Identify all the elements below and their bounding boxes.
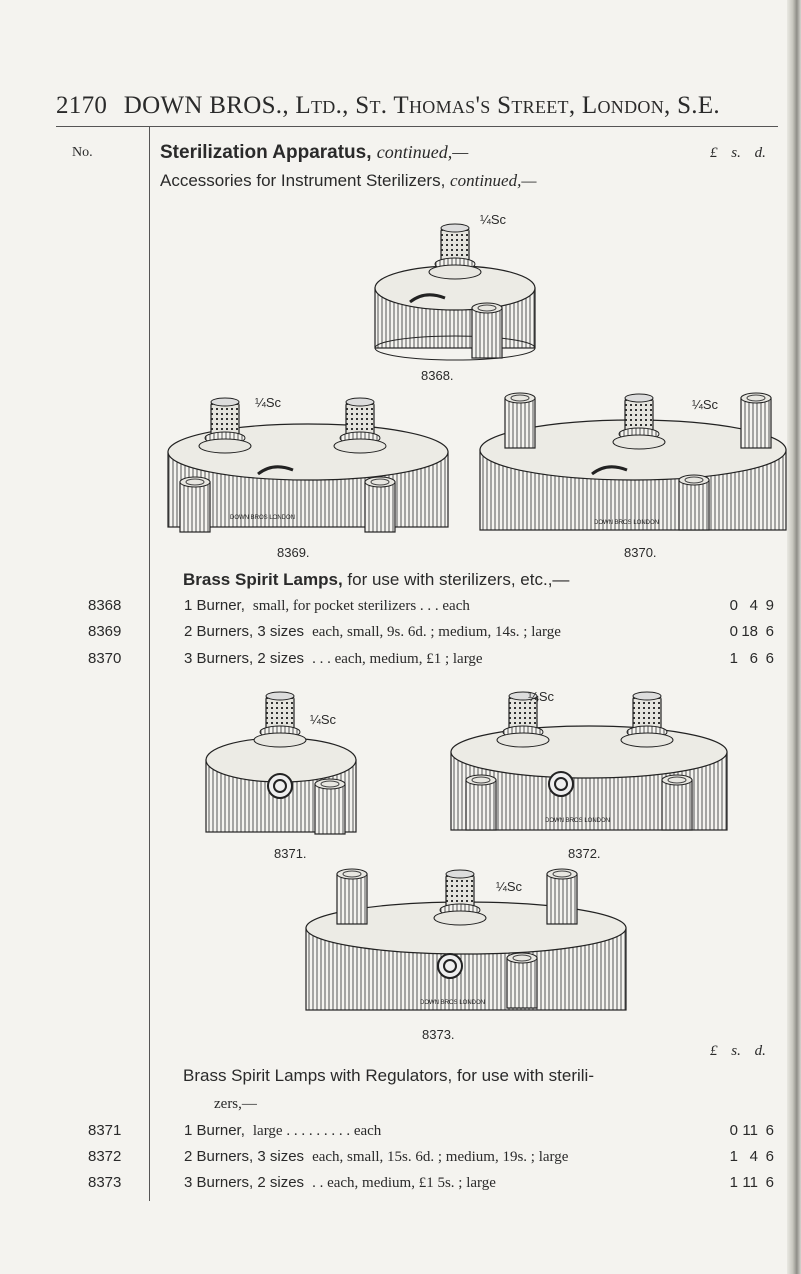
page-edge-shadow [787, 0, 801, 1274]
currency-header-top: £ s. d. [710, 145, 766, 161]
group1-heading: Brass Spirit Lamps, for use with sterili… [183, 570, 569, 590]
price-shillings: 18 [741, 623, 758, 640]
price-pounds: 0 [729, 623, 738, 640]
price-shillings: 11 [742, 1174, 758, 1191]
price-pounds: 1 [729, 1148, 738, 1165]
item-qty: 2 Burners, 3 sizes [184, 623, 305, 640]
lamp-8368-illustration [374, 223, 536, 361]
price-shillings: 4 [749, 1148, 758, 1165]
price-pounds: 0 [729, 597, 738, 614]
group1-heading-rest: for use with sterilizers, etc.,— [347, 570, 570, 589]
section-subtitle: Accessories for Instrument Sterilizers, … [160, 171, 536, 191]
item-row-8369: 2 Burners, 3 sizes each, small, 9s. 6d. ;… [184, 623, 724, 641]
figure-label-8372: 8372. [568, 846, 601, 861]
item-row-8373: 3 Burners, 2 sizes . . each, medium, £1 5… [184, 1174, 724, 1192]
price-pence: 6 [765, 623, 774, 640]
lamp-8373-illustration: DOWN BROS LONDON [305, 868, 627, 1011]
section-subtitle-text: Accessories for Instrument Sterilizers, [160, 171, 446, 190]
engraving-8370: DOWN BROS LONDON [594, 520, 659, 526]
page-number: 2170 [56, 92, 108, 119]
item-number-8368: 8368 [88, 597, 122, 614]
item-number-8371: 8371 [88, 1122, 122, 1139]
item-desc: . . . each, medium, £1 ; large [312, 651, 483, 667]
item-number-8373: 8373 [88, 1174, 122, 1191]
item-qty: 1 Burner, [184, 597, 245, 614]
figure-label-8370: 8370. [624, 545, 657, 560]
scale-mark-8368: ¼Sc [480, 212, 507, 227]
item-row-8370: 3 Burners, 2 sizes . . . each, medium, £1… [184, 650, 724, 668]
price-pence: 9 [765, 597, 774, 614]
section-title: Sterilization Apparatus, continued,— [160, 142, 468, 164]
number-column-heading: No. [72, 145, 93, 160]
item-qty: 3 Burners, 2 sizes [184, 650, 305, 667]
item-desc: each, small, 9s. 6d. ; medium, 14s. ; la… [312, 624, 561, 640]
item-number-8372: 8372 [88, 1148, 122, 1165]
item-desc: . . each, medium, £1 5s. ; large [312, 1175, 496, 1191]
engraving-8372: DOWN BROS LONDON [545, 818, 610, 824]
column-rule [149, 126, 150, 1201]
group2-heading: Brass Spirit Lamps with Regulators, for … [183, 1066, 594, 1086]
lamp-8370-illustration: DOWN BROS LONDON [479, 392, 787, 531]
lamp-8371-illustration [205, 691, 357, 835]
item-row-8368: 1 Burner, small, for pocket sterilizers .… [184, 597, 724, 615]
item-qty: 1 Burner, [184, 1122, 245, 1139]
price-pence: 6 [765, 1174, 774, 1191]
scale-mark-8371: ¼Sc [310, 712, 337, 727]
item-number-8369: 8369 [88, 623, 122, 640]
currency-header-group2: £ s. d. [710, 1043, 766, 1059]
scale-mark-8370: ¼Sc [692, 397, 719, 412]
scale-mark-8373: ¼Sc [496, 879, 523, 894]
scale-mark-8372: ¼Sc [528, 689, 555, 704]
group2-heading-bold: Brass Spirit Lamps with Regulators, [183, 1066, 453, 1085]
group1-heading-bold: Brass Spirit Lamps, [183, 570, 343, 589]
price-shillings: 6 [749, 650, 758, 667]
price-pence: 6 [765, 650, 774, 667]
group2-heading-continued: zers,— [214, 1096, 257, 1112]
item-desc: small, for pocket sterilizers . . . each [252, 598, 470, 614]
engraving-8369: DOWN BROS LONDON [230, 515, 295, 521]
item-desc: large . . . . . . . . . each [252, 1123, 382, 1139]
item-desc: each, small, 15s. 6d. ; medium, 19s. ; l… [312, 1149, 569, 1165]
section-subtitle-continued: continued,— [450, 171, 537, 190]
price-pounds: 1 [729, 650, 738, 667]
header-rule [56, 126, 778, 127]
item-qty: 2 Burners, 3 sizes [184, 1148, 305, 1165]
header-title: DOWN BROS., Ltd., St. Thomas's Street, L… [123, 92, 720, 119]
scale-mark-8369: ¼Sc [255, 395, 282, 410]
item-number-8370: 8370 [88, 650, 122, 667]
running-header: 2170 DOWN BROS., Ltd., St. Thomas's Stre… [56, 92, 720, 120]
item-row-8372: 2 Burners, 3 sizes each, small, 15s. 6d. … [184, 1148, 724, 1166]
lamp-8372-illustration: DOWN BROS LONDON [450, 691, 728, 831]
section-title-text: Sterilization Apparatus, [160, 142, 372, 163]
group2-heading-rest: for use with sterili- [457, 1066, 594, 1085]
figure-label-8371: 8371. [274, 846, 307, 861]
engraving-8373: DOWN BROS LONDON [420, 1000, 485, 1006]
price-pounds: 1 [729, 1174, 738, 1191]
figure-label-8373: 8373. [422, 1027, 455, 1042]
lamp-8369-illustration: DOWN BROS LONDON [167, 397, 449, 533]
item-qty: 3 Burners, 2 sizes [184, 1174, 305, 1191]
price-pence: 6 [765, 1148, 774, 1165]
section-title-continued: continued,— [376, 142, 469, 162]
figure-label-8368: 8368. [421, 368, 454, 383]
price-shillings: 11 [742, 1122, 758, 1139]
item-row-8371: 1 Burner, large . . . . . . . . . each [184, 1122, 724, 1140]
price-pounds: 0 [729, 1122, 738, 1139]
price-pence: 6 [765, 1122, 774, 1139]
figure-label-8369: 8369. [277, 545, 310, 560]
price-shillings: 4 [749, 597, 758, 614]
